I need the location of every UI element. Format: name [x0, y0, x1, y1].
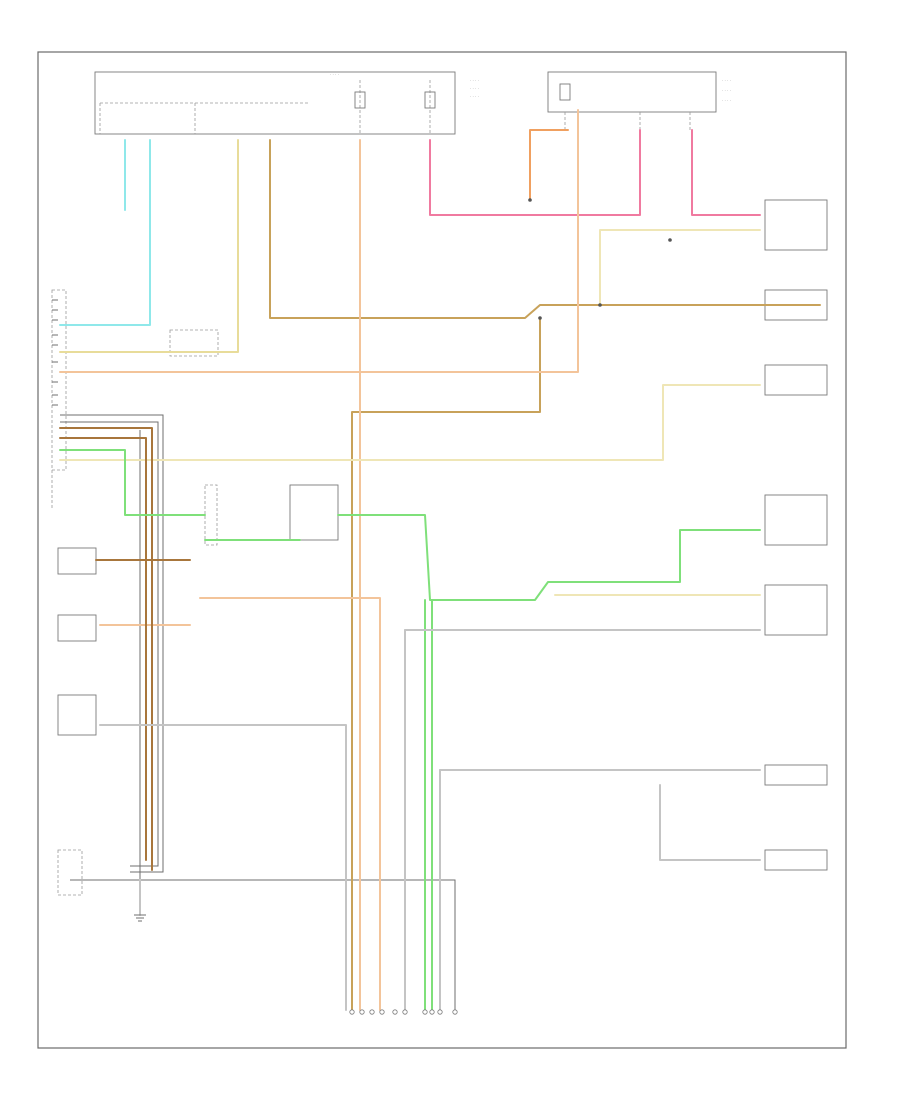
fuse-block-top: · · · · · · · · · · · · · · · · — [94, 71, 479, 135]
wire-pink — [429, 129, 641, 216]
wire-brown — [59, 427, 153, 871]
wire-dark-tan — [269, 139, 821, 319]
pcm-pin-ticks — [52, 299, 58, 406]
svg-text:· · · ·: · · · · — [722, 98, 731, 103]
data-link-connector — [349, 1009, 458, 1015]
fuel-pump-relay — [204, 484, 339, 546]
wire-light-yellow — [599, 229, 761, 306]
svg-text:· · · ·: · · · · — [722, 78, 731, 83]
svg-text:· · · ·: · · · · — [470, 78, 479, 83]
diagram-frame — [37, 51, 847, 1049]
wire-green — [59, 449, 206, 516]
instrument-cluster — [169, 329, 219, 357]
right-components — [764, 199, 828, 871]
svg-text:· · · ·: · · · · — [470, 94, 479, 99]
ground-point — [134, 914, 146, 922]
pcm-left — [51, 289, 67, 510]
left-components — [57, 547, 97, 896]
svg-text:· · · ·: · · · · — [722, 88, 731, 93]
wire-orange — [529, 129, 569, 201]
harness-bundle — [60, 414, 456, 1010]
svg-text:· · · ·: · · · · — [470, 86, 479, 91]
svg-text:· · · ·: · · · · — [330, 72, 339, 77]
fuse-block-right: · · · · · · · · · · · · — [547, 71, 731, 130]
wire-tan — [59, 139, 239, 353]
wire-cyan — [59, 139, 151, 326]
splices — [528, 198, 672, 320]
